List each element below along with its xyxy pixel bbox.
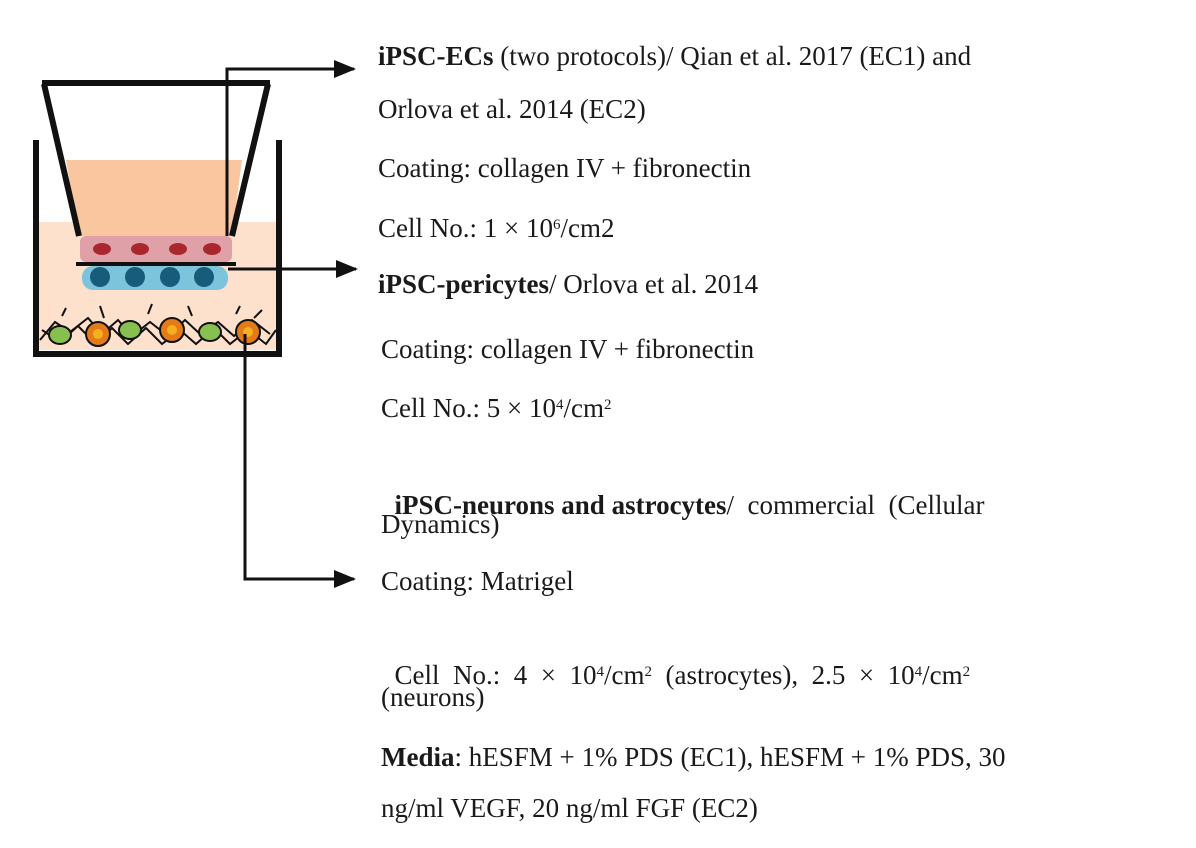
insert-wall-right [229,83,271,237]
apical-medium [66,160,242,236]
neuron-cellno-sup4: 2 [962,664,971,680]
neuron-title-line2: Dynamics) [381,509,500,539]
neuron-cell [48,325,72,345]
ec-cellno-prefix: Cell No.: 1 × 10 [378,213,553,243]
neuron-cell [118,320,142,340]
ec-title-bold: iPSC-ECs [378,41,494,71]
neuron-title-bold: iPSC-neurons and astrocytes [394,490,727,520]
neuron-cellno-line2: (neurons) [381,682,485,712]
pericyte-nucleus [90,267,110,287]
pericyte-cell-number: Cell No.: 5 × 104/cm2 [381,392,611,424]
astrocyte-cell [93,329,103,339]
ec-title: iPSC-ECs (two protocols)/ Qian et al. 20… [378,40,1148,72]
neuron-coating: Coating: Matrigel [381,566,574,596]
pericyte-cellno-sup2: 2 [603,397,612,413]
pericyte-cellno-prefix: Cell No.: 5 × 10 [381,393,556,423]
neuron-cell [198,322,222,342]
ec-nucleus [169,243,187,255]
ec-title-rest: (two protocols)/ Qian et al. 2017 (EC1) … [493,41,972,71]
neuron-cell-number: Cell No.: 4 × 104/cm2 (astrocytes), 2.5 … [381,627,1151,691]
ec-title-line2: Orlova et al. 2014 (EC2) [378,94,646,124]
ec-nucleus [93,243,111,255]
pericyte-title: iPSC-pericytes/ Orlova et al. 2014 [378,268,758,300]
insert-wall-left [41,83,82,237]
pericyte-nucleus [125,267,145,287]
arrow-to-ec [225,60,356,236]
ec-layer [80,236,232,262]
pericyte-nucleus [194,267,214,287]
pericyte-layer [82,266,228,290]
ec-nucleus [203,243,221,255]
media-line2: ng/ml VEGF, 20 ng/ml FGF (EC2) [381,793,758,823]
pericyte-title-rest: / Orlova et al. 2014 [548,269,759,299]
neuron-cellno-mid: /cm [603,660,645,690]
neuron-cellno-sup: 4 [596,664,604,680]
pericyte-cellno-sup: 4 [555,397,564,413]
pericyte-cellno-mid: /cm [563,393,604,423]
media-line1-rest: : hESFM + 1% PDS (EC1), hESFM + 1% PDS, … [454,742,1006,772]
neuron-cellno-prefix: Cell No.: 4 × 10 [394,660,597,690]
media-line1: Media: hESFM + 1% PDS (EC1), hESFM + 1% … [381,741,1006,773]
arrow-to-neuron [243,334,356,588]
neuron-title: iPSC-neurons and astrocytes/ commercial … [381,457,1151,521]
transwell-diagram [33,60,358,588]
media-label: Media [381,742,455,772]
ec-nucleus [131,243,149,255]
neuron-cellno-mid2: /cm [922,660,963,690]
neuron-cellno-sup3: 4 [914,664,923,680]
pericyte-title-bold: iPSC-pericytes [378,269,549,299]
neuron-cellno-rest: (astrocytes), 2.5 × 10 [651,660,915,690]
astrocyte-cells [85,317,261,347]
astrocyte-cell [167,325,177,335]
ec-cellno-suffix: /cm2 [560,213,615,243]
pericyte-coating: Coating: collagen IV + fibronectin [381,334,755,364]
ec-cell-number: Cell No.: 1 × 106/cm2 [378,212,614,244]
ec-cellno-sup: 6 [552,217,561,233]
neuron-cells [48,320,222,345]
pericyte-nucleus [160,267,180,287]
ec-coating: Coating: collagen IV + fibronectin [378,153,752,183]
neuron-cellno-sup2: 2 [644,664,652,680]
neuron-title-rest: / commercial (Cellular [726,490,985,520]
